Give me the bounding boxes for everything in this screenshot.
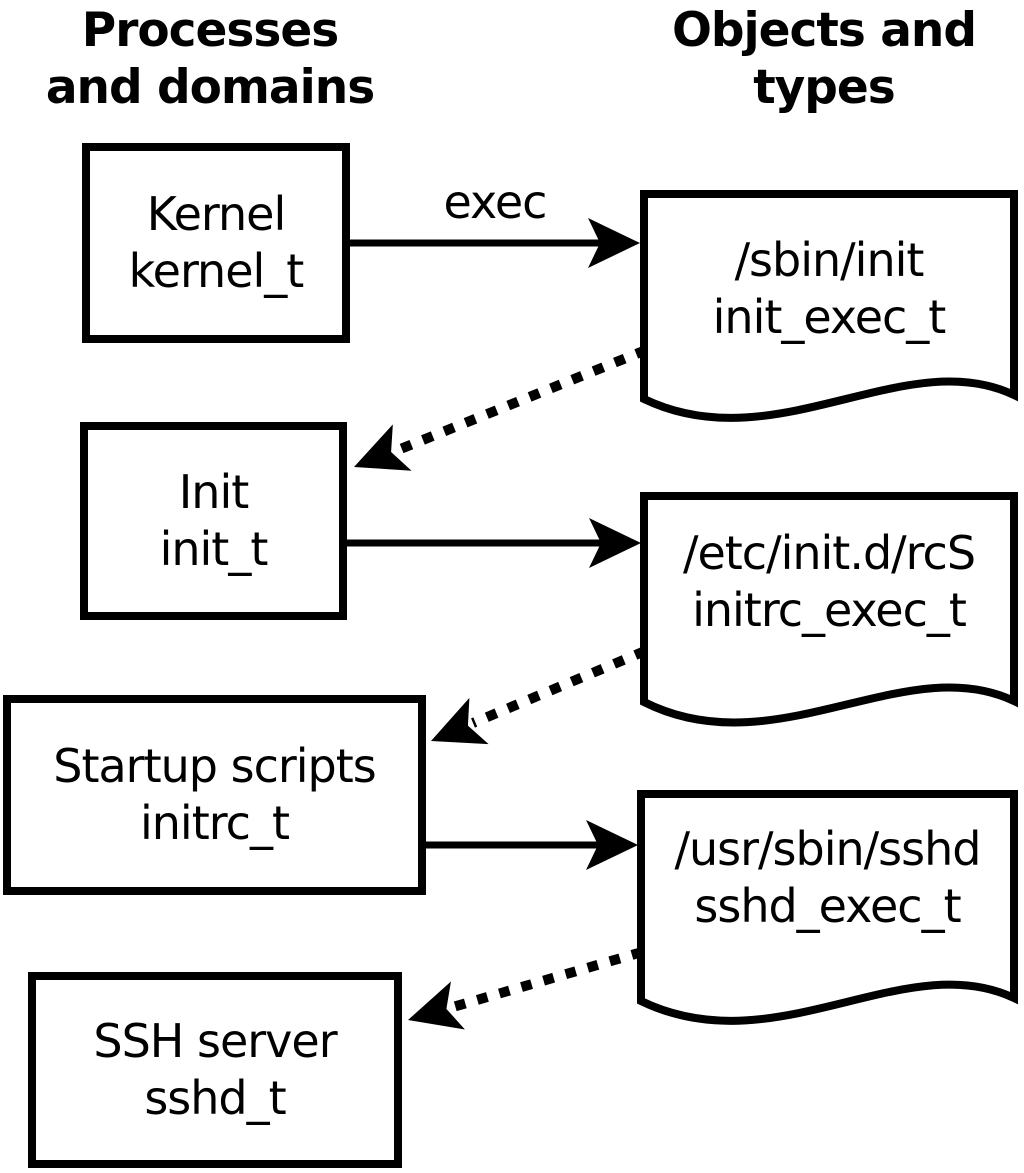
init-box-label: Init init_t — [80, 422, 347, 620]
ssh-server-name: SSH server — [93, 1014, 337, 1068]
arrowhead-icon — [586, 820, 638, 870]
kernel-type: kernel_t — [128, 244, 305, 298]
arrowhead-icon — [589, 518, 641, 568]
arrowhead-icon — [408, 981, 465, 1030]
init-box — [80, 422, 347, 620]
usr-sbin-sshd-path: /usr/sbin/sshd — [674, 822, 982, 876]
transition-arrow-to-initrc — [431, 646, 647, 745]
startup-scripts-box — [3, 695, 426, 895]
etc-initd-rcs-path: /etc/init.d/rcS — [682, 526, 976, 580]
kernel-name: Kernel — [146, 187, 287, 241]
usr-sbin-sshd-document-label: /usr/sbin/sshd sshd_exec_t — [641, 794, 1014, 962]
exec-arrow-kernel-to-sbin-init — [346, 218, 640, 268]
left-header-line1: Processes — [81, 3, 339, 58]
init-type: init_t — [159, 522, 269, 576]
transition-arrow-to-sshd — [408, 947, 644, 1030]
sbin-init-document — [640, 190, 1018, 422]
arrowhead-icon — [588, 218, 640, 268]
kernel-box-label: Kernel kernel_t — [82, 143, 350, 343]
ssh-server-type: sshd_t — [144, 1071, 286, 1125]
init-name: Init — [178, 465, 250, 519]
arrowhead-icon — [431, 697, 489, 745]
kernel-box — [82, 143, 350, 343]
etc-initd-rcs-type: initrc_exec_t — [692, 583, 967, 637]
arrowhead-icon — [354, 424, 412, 471]
left-column-header: Processes and domains — [15, 2, 405, 116]
startup-scripts-box-label: Startup scripts initrc_t — [3, 695, 426, 895]
sbin-init-path: /sbin/init — [734, 233, 925, 287]
ssh-server-box-label: SSH server sshd_t — [28, 972, 402, 1168]
startup-scripts-name: Startup scripts — [53, 739, 376, 793]
sbin-init-type: init_exec_t — [712, 290, 947, 344]
right-column-header: Objects and types — [622, 2, 1024, 116]
transition-arrow-to-init — [354, 345, 648, 471]
right-header-line1: Objects and — [671, 3, 977, 58]
usr-sbin-sshd-document — [637, 790, 1018, 1025]
left-header-line2: and domains — [45, 60, 375, 115]
sbin-init-document-label: /sbin/init init_exec_t — [644, 194, 1014, 384]
startup-scripts-type: initrc_t — [140, 796, 290, 850]
exec-arrow-label: exec — [443, 175, 548, 229]
exec-arrow-initrc-to-sshd — [426, 820, 638, 870]
etc-initd-rcs-document-label: /etc/init.d/rcS initrc_exec_t — [644, 496, 1014, 668]
ssh-server-box — [28, 972, 402, 1168]
usr-sbin-sshd-type: sshd_exec_t — [694, 879, 961, 933]
exec-arrow-init-to-rcs — [347, 518, 641, 568]
etc-initd-rcs-document — [640, 492, 1018, 727]
right-header-line2: types — [753, 60, 896, 115]
